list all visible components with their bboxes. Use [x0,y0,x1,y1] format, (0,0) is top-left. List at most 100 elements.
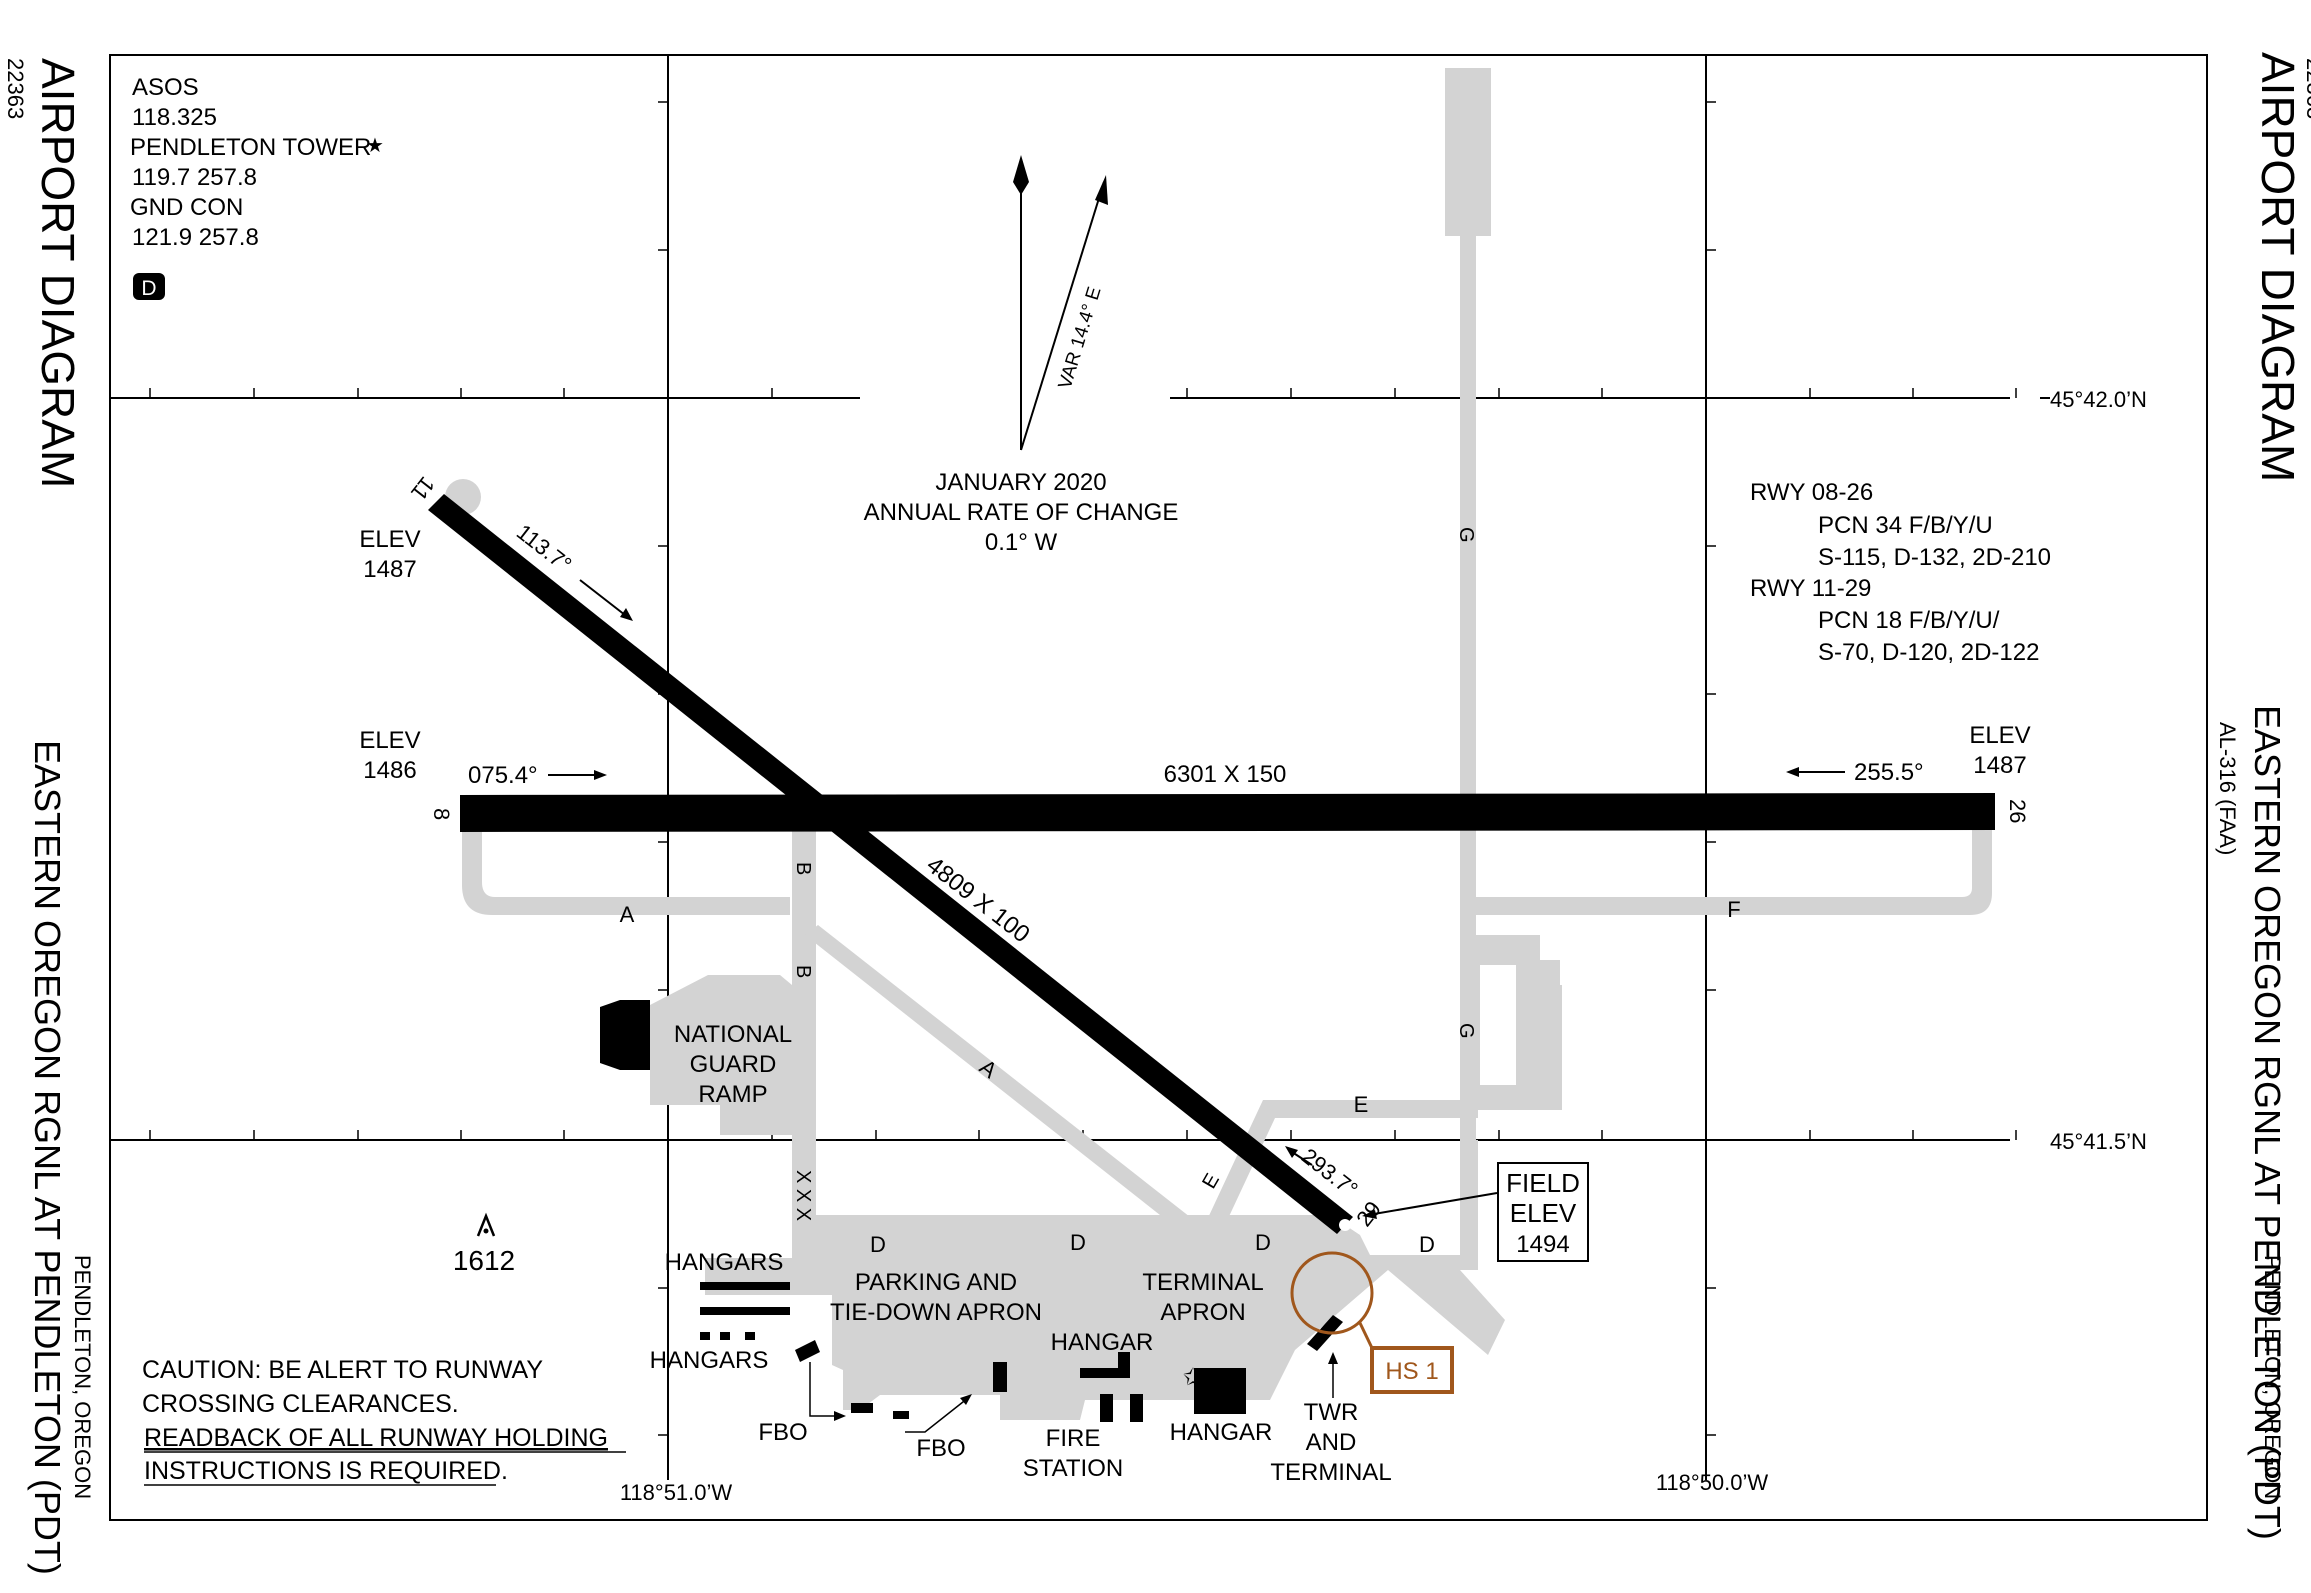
rwy11-end: 11 [406,472,440,505]
fbo-label-2: FBO [916,1435,965,1462]
field-elev-value: 1494 [1516,1231,1569,1258]
right-airport-name: EASTERN OREGON RGNL AT PENDLETON (PDT) [2247,705,2288,1540]
var-date: JANUARY 2020 [935,469,1106,496]
caution-line-1: CAUTION: BE ALERT TO RUNWAY [142,1356,543,1384]
taxiway-f-label: F [1727,897,1740,922]
rwy26-end: 26 [2005,799,2030,823]
national-guard-ramp-pavement [650,975,792,1135]
comm-tower: PENDLETON TOWER [130,134,371,161]
comm-asos: ASOS [132,74,199,101]
right-chart-id: AL-316 (FAA) [2215,722,2240,855]
buildings [600,1000,1343,1422]
fbo-building-1 [795,1340,820,1362]
national-guard-label-1: NATIONAL [674,1021,792,1048]
taxiway-e-label-2: E [1198,1170,1224,1193]
rwy1-pcn: PCN 34 F/B/Y/U [1818,512,1993,539]
fbo-label-1: FBO [758,1419,807,1446]
twr-label-3: TERMINAL [1270,1459,1391,1486]
rwy08-26-dims: 6301 X 150 [1164,761,1287,788]
hangar-row-2 [700,1307,790,1315]
taxiway-b [792,830,816,1270]
rwy29-heading-arrow [1285,1146,1298,1158]
hotspot-label: HS 1 [1385,1358,1438,1385]
var-rate-value: 0.1° W [985,529,1058,556]
rwy08-heading: 075.4° [468,762,538,789]
right-chart-number: 22363 [2302,58,2311,119]
taxiway-d-label-1: D [870,1232,886,1257]
taxiway-g [1460,230,1476,1170]
national-guard-label-2: GUARD [690,1051,777,1078]
obstacle-icon [476,1212,496,1237]
rwy2-name: RWY 11-29 [1750,575,1871,602]
rwy08-heading-arrow [594,770,607,780]
east-pad-hole [1480,965,1516,1085]
taxiway-a-label-1: A [620,902,635,927]
airspace-d-label: D [141,277,156,300]
rwy1-loads: S-115, D-132, 2D-210 [1818,544,2051,571]
taxiway-b-label-2: B [792,965,814,978]
tower-star-icon: ★ [366,135,384,157]
parking-apron-label-2: TIE-DOWN APRON [830,1299,1042,1326]
lon-east-label: 118°50.0’W [1656,1470,1769,1495]
chart-frame [109,54,2208,1521]
main-apron [705,1215,1505,1420]
fire-station-label-2: STATION [1023,1455,1123,1482]
taxiway-a-diagonal [805,925,1213,1245]
hangar-large [1194,1368,1246,1414]
field-elev-box [1497,1162,1589,1262]
left-chart-number: 22363 [3,58,28,119]
comm-asos-freq: 118.325 [132,104,217,131]
taxiway-e [1200,1100,1478,1240]
lon-west-label: 118°51.0’W [620,1480,733,1505]
rwy08-end: 8 [429,808,454,820]
hangar-mid [1080,1368,1128,1378]
fire-station-label-1: FIRE [1046,1425,1101,1452]
rwy08-elev: 1486 [363,757,416,784]
hangar-right-label: HANGAR [1170,1419,1273,1446]
terminal-apron-label-1: TERMINAL [1142,1269,1263,1296]
fire-station-1 [1100,1394,1113,1422]
hangar-row-1 [700,1282,790,1290]
rwy11-elev-label: ELEV [359,526,420,553]
airport-beacon-icon: ✩ [1183,1364,1203,1391]
rwy26-heading-arrow [1786,767,1799,777]
twr-label-2: AND [1306,1429,1357,1456]
fbo-building-2 [851,1403,873,1413]
rwy11-elev: 1487 [363,556,416,583]
obstacle-elev: 1612 [453,1245,515,1276]
left-city: PENDLETON, OREGON [70,1255,95,1499]
rwy-29-threshold-dot [1339,1219,1351,1231]
hangars-label-bottom: HANGARS [650,1347,769,1374]
left-airport-name: EASTERN OREGON RGNL AT PENDLETON (PDT) [27,740,68,1575]
runways [428,479,1995,1234]
hangar-mid-label: HANGAR [1051,1329,1154,1356]
rwy26-heading: 255.5° [1854,759,1924,786]
national-guard-building [600,1000,650,1070]
fbo-building-3 [893,1411,909,1419]
left-chart-title: AIRPORT DIAGRAM [32,58,84,488]
hold-short-markings: X X X [792,1170,814,1221]
taxiway-a-west [462,830,790,915]
graticule [110,55,2010,1480]
hangar-small [993,1362,1007,1392]
hotspot-circle [1290,1251,1374,1335]
right-chart-title: AIRPORT DIAGRAM [2252,52,2304,482]
rwy1-name: RWY 08-26 [1750,479,1873,506]
graticule-ticks [149,101,2017,1436]
parking-apron-label-1: PARKING AND [855,1269,1017,1296]
pavement [462,68,1992,1420]
taxiway-d-label-3: D [1255,1230,1271,1255]
taxiway-f [1475,830,1992,915]
hangars-label-top: HANGARS [665,1249,784,1276]
taxiway-e-label-1: E [1354,1092,1369,1117]
taxiway-g-label-1: G [1455,527,1477,543]
twr-label-1: TWR [1304,1399,1359,1426]
comm-gnd: GND CON [130,194,243,221]
taxiway-d-label-2: D [1070,1230,1086,1255]
runway-08-26 [460,793,1995,832]
var-label: VAR 14.4° E [1055,284,1106,391]
rwy08-elev-label: ELEV [359,727,420,754]
national-guard-label-3: RAMP [698,1081,767,1108]
north-arrow [1013,155,1108,451]
